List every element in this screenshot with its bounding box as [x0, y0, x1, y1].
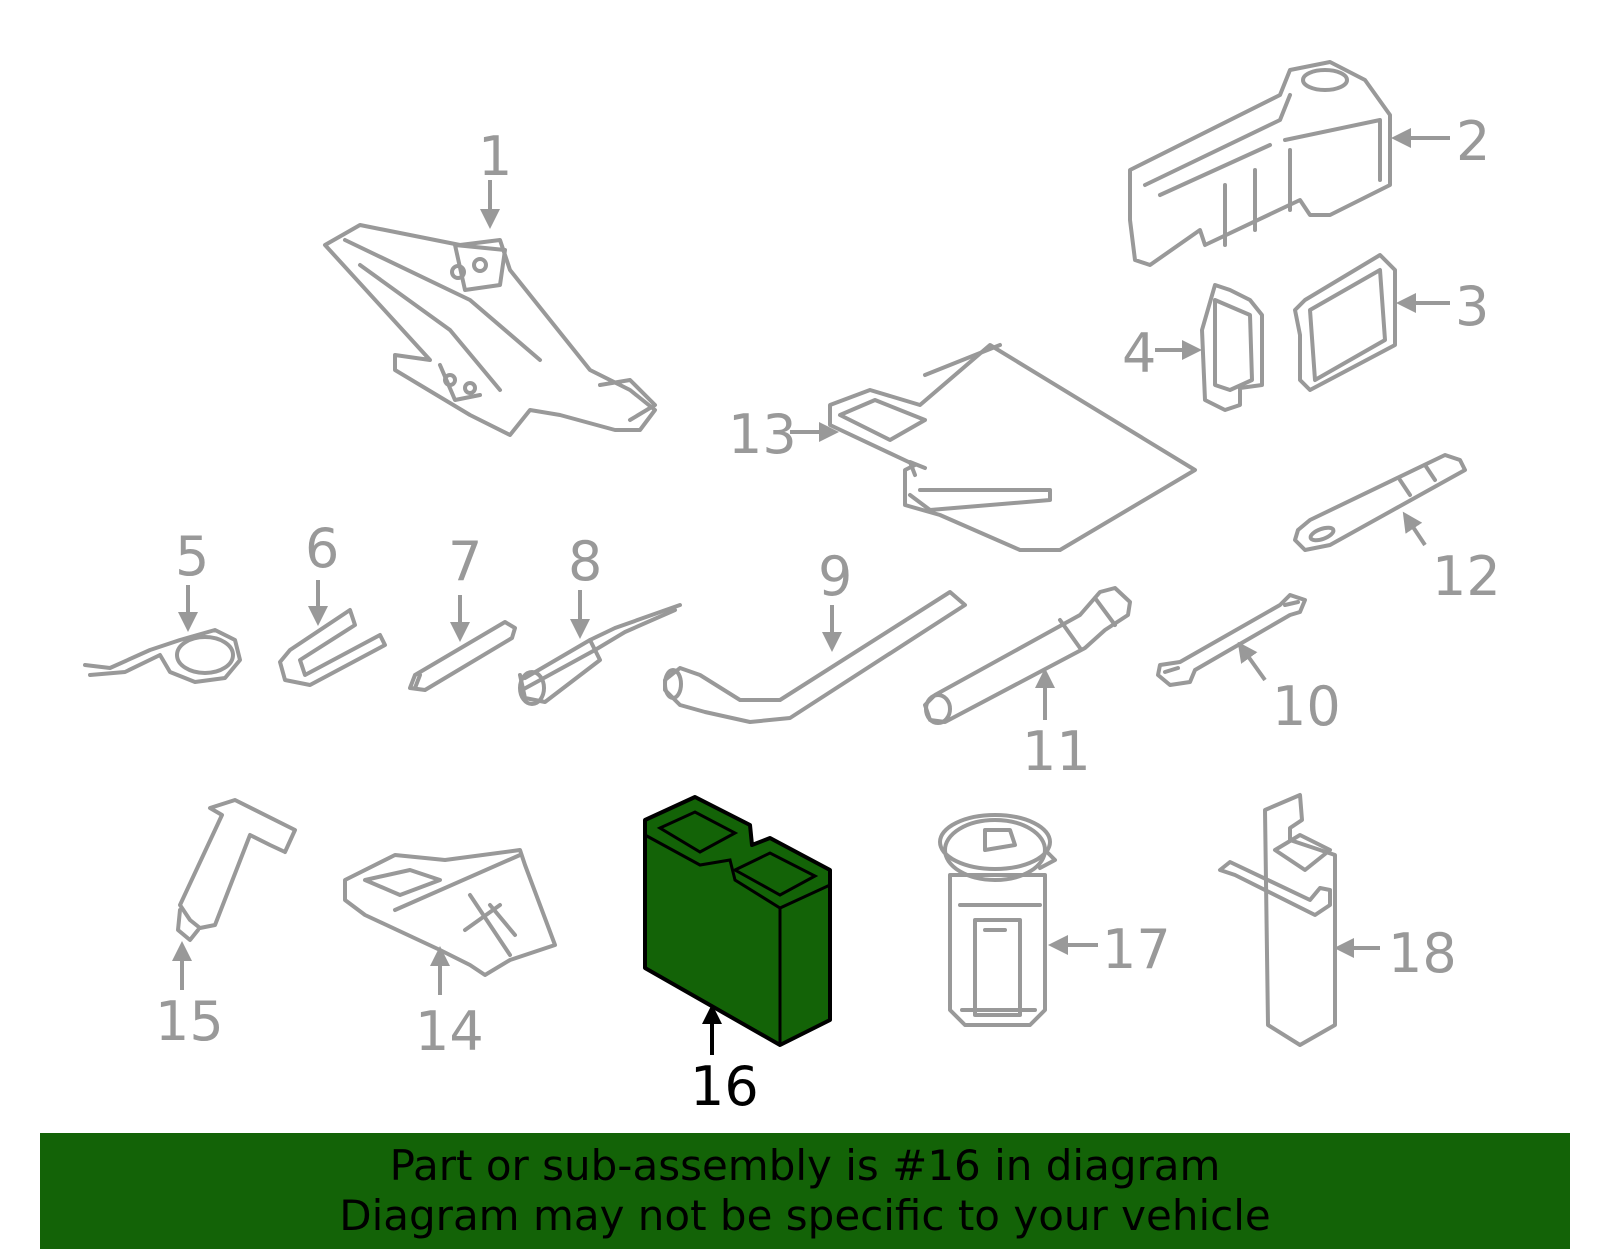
part-11-tube[interactable] [923, 586, 1132, 725]
part-12-bar[interactable] [1293, 453, 1467, 552]
callout-15: 15 [155, 990, 224, 1053]
callout-3: 3 [1455, 275, 1489, 338]
callout-7: 7 [448, 530, 482, 593]
callout-5: 5 [175, 525, 209, 588]
part-17-compressor[interactable] [938, 813, 1057, 1027]
callout-17: 17 [1102, 918, 1171, 981]
part-9-wrench[interactable] [663, 590, 967, 724]
callout-8: 8 [568, 530, 602, 593]
callout-10: 10 [1272, 675, 1341, 738]
part-8-driver[interactable] [518, 603, 682, 706]
callout-4: 4 [1122, 322, 1156, 385]
part-15-thandle[interactable] [176, 798, 297, 942]
part-4-clip[interactable] [1200, 283, 1264, 412]
banner-line-1: Part or sub-assembly is #16 in diagram [389, 1141, 1221, 1190]
part-14-triangle[interactable] [343, 848, 557, 977]
part-5-hook[interactable] [83, 628, 242, 684]
callout-13: 13 [728, 403, 797, 466]
callout-18: 18 [1388, 922, 1457, 985]
callout-12: 12 [1432, 545, 1501, 608]
part-10-wrench[interactable] [1156, 593, 1307, 687]
callout-9: 9 [818, 545, 852, 608]
callout-16: 16 [690, 1055, 759, 1118]
part-13-mat[interactable] [828, 343, 1197, 552]
banner-line-2: Diagram may not be specific to your vehi… [339, 1191, 1271, 1240]
part-2-tray[interactable] [1128, 60, 1392, 267]
part-7-pin[interactable] [408, 620, 517, 692]
callout-2: 2 [1456, 110, 1490, 173]
callout-14: 14 [415, 1000, 484, 1063]
part-6-clip[interactable] [278, 608, 387, 687]
part-3-panel[interactable] [1293, 253, 1397, 392]
info-banner: Part or sub-assembly is #16 in diagram D… [40, 1133, 1570, 1249]
part-16-case[interactable] [643, 795, 832, 1047]
callout-6: 6 [305, 517, 339, 580]
part-1-jack[interactable] [323, 223, 657, 437]
part-18-bag[interactable] [1218, 793, 1337, 1047]
callout-1: 1 [478, 125, 512, 188]
callout-11: 11 [1022, 720, 1091, 783]
